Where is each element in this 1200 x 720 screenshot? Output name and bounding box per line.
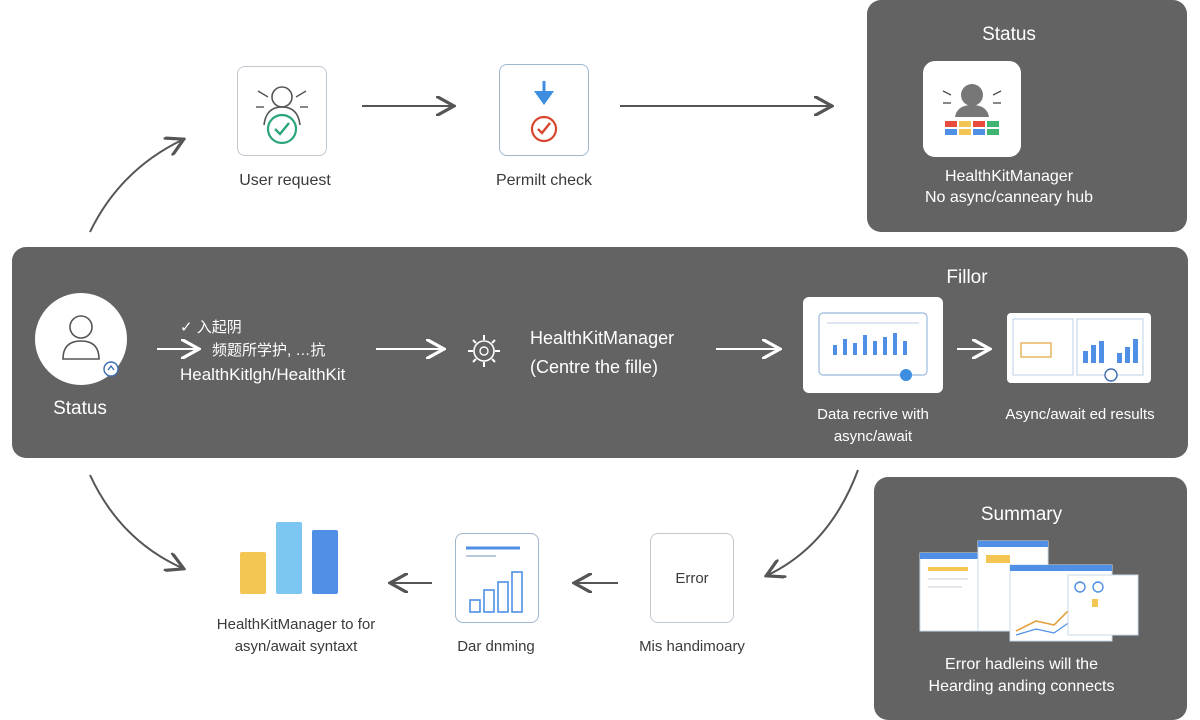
- dashboard-icon: [919, 540, 1139, 642]
- person-icon: [256, 86, 308, 145]
- dar-label: Dar dnming: [457, 638, 535, 655]
- middle-band-title: Fillor: [946, 267, 988, 288]
- avatar-icon: [942, 84, 1002, 135]
- async-results-card: [1007, 313, 1151, 383]
- middle-band: Fillor Status ✓ 入起阴 频题所学护, …抗 HealthKitl…: [12, 247, 1188, 458]
- summary-panel: Summary Error hadleins will the Hearding…: [874, 477, 1187, 720]
- check-icon: [530, 115, 558, 143]
- manager-line2: (Centre the fille): [530, 357, 659, 377]
- dar-card: [455, 533, 539, 623]
- gear-icon: [468, 335, 500, 367]
- chart-label: HealthKitManager to for asyn/await synta…: [216, 616, 376, 655]
- bar-chart-icon: [1012, 318, 1144, 382]
- mis-label: Mis handimoary: [639, 638, 745, 655]
- bar-chart-icon: [240, 522, 338, 594]
- summary-line1: Error hadleins will the: [945, 656, 1098, 673]
- user-request-card: [237, 66, 327, 156]
- dashboard-icon: [818, 312, 928, 381]
- status-panel-line1: HealthKitManager: [944, 168, 1074, 185]
- summary-line2: Hearding anding connects: [928, 678, 1115, 695]
- async-results-label: Async/await ed results: [1005, 406, 1155, 423]
- avatar-card: [923, 61, 1021, 157]
- band-arrows: [157, 247, 1188, 458]
- download-arrow-icon: [534, 81, 554, 105]
- summary-panel-title: Summary: [980, 504, 1063, 525]
- healthkit-line: HealthKitlgh/HealthKit: [180, 365, 346, 384]
- manager-line1: HealthKitManager: [530, 328, 675, 348]
- bar-chart-icon: [466, 546, 523, 613]
- status-label: Status: [53, 398, 107, 419]
- status-avatar: [35, 293, 127, 385]
- data-receive-card: [803, 297, 943, 393]
- error-box: Error: [650, 533, 734, 623]
- cjk-line1: ✓ 入起阴: [180, 319, 242, 336]
- status-panel-title: Status: [982, 24, 1036, 45]
- data-receive-label: Data recrive with async/await: [817, 406, 929, 445]
- permit-check-card: [499, 64, 589, 156]
- user-request-label: User request: [239, 172, 331, 189]
- error-box-label: Error: [675, 570, 709, 587]
- cjk-line2: 频题所学护, …抗: [212, 342, 326, 359]
- person-icon: [62, 315, 119, 377]
- permit-check-label: Permilt check: [495, 172, 593, 189]
- status-panel-line2: No async/canneary hub: [924, 189, 1094, 206]
- status-panel: Status HealthKitManager No async/cannear…: [867, 0, 1187, 232]
